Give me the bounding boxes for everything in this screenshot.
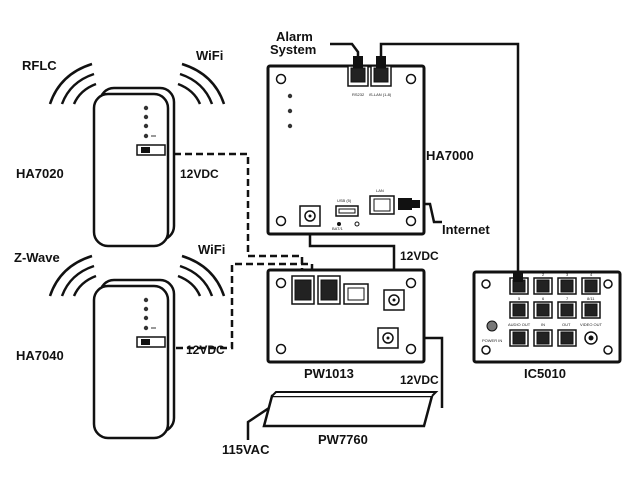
ha7020-device: [92, 86, 176, 248]
ha7020-label: HA7020: [16, 166, 64, 181]
alarm-label-line1: Alarm: [276, 29, 313, 44]
internet-plug: [398, 198, 412, 210]
ac-input-label: 115VAC: [222, 442, 270, 457]
ha7020-power-dashed-line: [174, 152, 304, 276]
ha7020-power-label: 12VDC: [180, 167, 219, 181]
ic5010-out-label: OUT: [562, 322, 571, 327]
pw1013-label: PW1013: [304, 366, 354, 381]
rs232-plug: [353, 56, 363, 68]
wifi-label-top: WiFi: [196, 48, 223, 63]
is-lan-plug: [376, 56, 386, 68]
ha7020-wifi-signal-icon: [177, 62, 226, 105]
ic5010-port3-number: 3: [566, 272, 569, 277]
pw1013-device: [266, 268, 426, 364]
ic5010-power-in-label: POWER IN: [482, 338, 502, 343]
ic5010-port8-number: 8/11: [587, 296, 595, 301]
ic5010-device: [472, 270, 622, 364]
ha7040-wifi-signal-icon: [177, 254, 226, 297]
alarm-label-line2: System: [270, 42, 316, 57]
ha7000-power-label: 12VDC: [400, 249, 439, 263]
pw7760-label: PW7760: [318, 432, 368, 447]
ha7040-power-label: 12VDC: [186, 343, 225, 357]
rflc-label: RFLC: [22, 58, 57, 73]
ic5010-video-out-label: VIDEO OUT: [580, 322, 603, 327]
ic5010-label: IC5010: [524, 366, 566, 381]
ic5010-port7-number: 7: [566, 296, 569, 301]
ha7000-device: [266, 64, 426, 236]
ic5010-port5-number: 5: [518, 296, 521, 301]
ic5010-port2-number: 2: [542, 272, 545, 277]
internet-label: Internet: [442, 222, 490, 237]
ic5010-port1-number: 1: [520, 272, 523, 277]
is-lan-port-label: iS-LAN (1-8): [369, 92, 392, 97]
ha7020-rflc-signal-icon: [48, 62, 97, 105]
ha7040-device: [92, 278, 176, 440]
ic5010-in-label: IN: [541, 322, 545, 327]
usb-port-label: USB (5): [337, 198, 352, 203]
bat-label: BAT/1: [332, 226, 344, 231]
lan-port-label: LAN: [376, 188, 384, 193]
ic5010-audio-out-label: AUDIO OUT: [508, 322, 531, 327]
ic5010-port1-plug: [513, 272, 523, 282]
ha7000-label: HA7000: [426, 148, 474, 163]
ic5010-port4-number: 4: [590, 272, 593, 277]
ic5010-port6-number: 6: [542, 296, 545, 301]
is-lan-to-ic5010-cable: [379, 42, 520, 278]
ha7040-label: HA7040: [16, 348, 64, 363]
wifi-label-bottom: WiFi: [198, 242, 225, 257]
pw1013-input-power-label: 12VDC: [400, 373, 439, 387]
pw7760-power-supply: [262, 391, 439, 428]
ha7040-power-dashed-line: [176, 262, 314, 350]
zwave-label: Z-Wave: [14, 250, 60, 265]
ha7040-zwave-signal-icon: [48, 254, 97, 297]
rs232-port-label: RS232: [352, 92, 365, 97]
ac-mains-cable: [246, 404, 273, 440]
